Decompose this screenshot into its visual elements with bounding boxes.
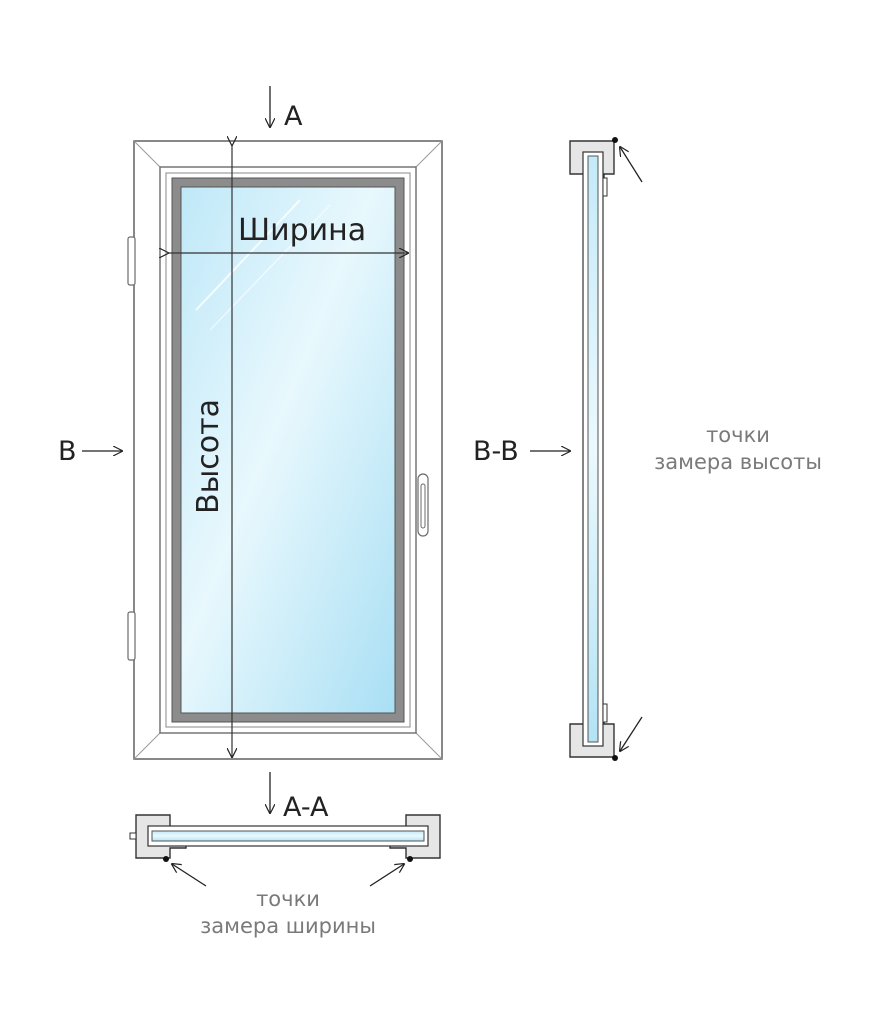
width-measure-points-note: точки замера ширины [178,886,398,940]
frame-bevel [415,140,443,168]
pointer-arrow-top [620,147,643,183]
seal-strip [602,177,608,197]
note-line: точки [706,423,770,447]
sash-inner-line [165,172,411,728]
section-aa-label: A-A [283,792,329,823]
measure-point-right [407,856,413,862]
note-line: замера ширины [200,914,376,938]
note-line: замера высоты [654,450,822,474]
height-measure-points-note: точки замера высоты [628,422,848,476]
hinge-top [127,236,136,286]
hinge-bottom [127,611,136,661]
seal-strip [602,703,608,723]
measure-point-bottom [612,755,618,761]
pointer-arrow-bottom [620,716,643,751]
window-front-view [127,140,443,760]
frame-bevel [133,732,161,760]
note-line: точки [256,887,320,911]
glass-section-horizontal [151,830,425,842]
height-label: Высота [191,399,226,514]
section-b-label: B [58,436,77,467]
pointer-arrow-left [172,864,207,887]
section-aa-profile [129,814,441,887]
glass-section-vertical [587,155,599,743]
handle-stub [129,832,137,840]
glass-pane [180,186,396,714]
frame-bevel [133,140,161,168]
width-label: Ширина [238,213,367,248]
measure-point-top [612,137,618,143]
section-bb-label: B-B [473,436,519,467]
frame-bevel [415,732,443,760]
pointer-arrow-right [369,864,404,887]
section-a-label: A [284,101,303,132]
measure-point-left [163,856,169,862]
section-bb-profile [569,137,643,761]
window-handle-icon [417,473,429,537]
